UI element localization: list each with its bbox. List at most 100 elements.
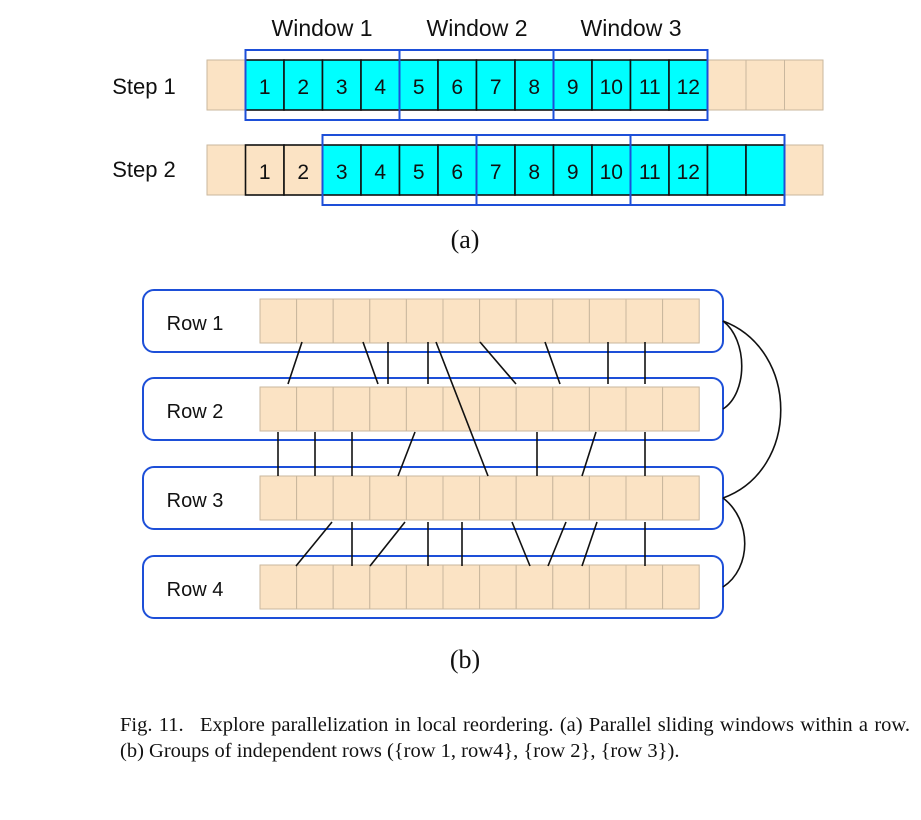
row-2-cell: [515, 386, 554, 432]
step-2-cell-label: 12: [677, 161, 700, 184]
row-4-cell: [369, 564, 407, 610]
step-2-cell: [745, 144, 786, 196]
row-1-cell: [515, 298, 554, 344]
sublabel-b: (b): [450, 645, 480, 674]
row-4-cell: [259, 564, 298, 610]
row-link-line: [397, 431, 416, 477]
row-2-label: Row 2: [167, 401, 224, 423]
step-2-cell-label: 8: [528, 161, 540, 184]
step-1-cell: [398, 59, 439, 111]
row-group-arc: [722, 320, 743, 410]
row-3-cell: [369, 475, 407, 521]
row-2-cell: [369, 386, 407, 432]
step-1-cell: [707, 59, 747, 111]
row-3-cell: [332, 475, 371, 521]
step-1-cell-label: 5: [413, 76, 425, 99]
row-1-cell: [479, 298, 517, 344]
step-1-windows: [244, 49, 709, 121]
row-3-cell: [442, 475, 481, 521]
step-2-cell-label: 6: [451, 161, 463, 184]
row-3-cell: [479, 475, 517, 521]
row-2-cell: [625, 386, 664, 432]
window-3-label: Window 3: [581, 15, 682, 41]
row-link-line: [511, 521, 531, 567]
row-4-cell: [588, 564, 627, 610]
step-1-cell-label: 12: [677, 76, 700, 99]
step-1-label: Step 1: [112, 74, 176, 99]
step-2-cell-label: 10: [600, 161, 623, 184]
step-1-cell: [514, 59, 555, 111]
row-link-line: [362, 341, 379, 385]
row-2-cell: [662, 386, 700, 432]
row-4-label: Row 4: [167, 579, 224, 601]
step-1-cell: [784, 59, 824, 111]
sublabel-a: (a): [451, 225, 480, 254]
step-2-cell: [591, 144, 632, 196]
row-4-cell: [442, 564, 481, 610]
row-group-arc: [722, 320, 782, 499]
row-1-cell: [662, 298, 700, 344]
row-3-cell: [515, 475, 554, 521]
step-1-cell-label: 2: [297, 76, 309, 99]
step-2-cell: [475, 144, 516, 196]
step-1-cell-label: 9: [567, 76, 579, 99]
step-2-cell: [437, 144, 478, 196]
step-2-cell: [668, 144, 709, 196]
figure-number: Fig. 11.: [120, 714, 184, 736]
step-2-windows: [321, 134, 786, 206]
row-1-cell: [332, 298, 371, 344]
row-link-line: [369, 521, 406, 567]
row-link-line: [479, 341, 517, 385]
step-2-cell-label: 3: [336, 161, 348, 184]
row-4-cell: [479, 564, 517, 610]
row-1-cell: [296, 298, 334, 344]
row-connections: [277, 320, 782, 588]
step-1-cell-label: 7: [490, 76, 502, 99]
row-link-line: [287, 341, 303, 385]
step-1-window-3: [552, 49, 709, 121]
step-1-cell: [321, 59, 362, 111]
step-2-cell-label: 11: [639, 161, 661, 184]
row-4-cell: [405, 564, 444, 610]
step-2-cell-label: 1: [259, 161, 271, 184]
row-4-cell: [296, 564, 334, 610]
row-1-cell: [625, 298, 664, 344]
step-2-cell: [552, 144, 593, 196]
row-2-cell: [552, 386, 590, 432]
step-1-cell-label: 3: [336, 76, 348, 99]
step-1-cell: [437, 59, 478, 111]
step-1-cell: [745, 59, 785, 111]
step-2-cell: [784, 144, 824, 196]
row-4-cell: [625, 564, 664, 610]
step-1-cell: [283, 59, 324, 111]
step-1-cell-label: 4: [374, 76, 386, 99]
step-1-cell-label: 8: [528, 76, 540, 99]
row-link-line: [581, 521, 598, 567]
row-3-label: Row 3: [167, 490, 224, 512]
window-2-label: Window 2: [427, 15, 528, 41]
step-2-cell-label: 7: [490, 161, 502, 184]
step-1-cell-label: 11: [639, 76, 661, 99]
step-2-cell-label: 5: [413, 161, 425, 184]
row-4-cell: [515, 564, 554, 610]
row-link-line: [435, 341, 489, 477]
window-1-label: Window 1: [272, 15, 373, 41]
row-2-cell: [296, 386, 334, 432]
row-1-cell: [442, 298, 481, 344]
row-4-cell: [552, 564, 590, 610]
step-2-cell: [706, 144, 747, 196]
row-3-cell: [662, 475, 700, 521]
row-3-cell: [625, 475, 664, 521]
row-4-cell: [332, 564, 371, 610]
step-2-cell-label: 4: [374, 161, 386, 184]
row-1-cell: [369, 298, 407, 344]
row-3-cell: [296, 475, 334, 521]
step-1-cell: [206, 59, 246, 111]
step-2-cell-label: 2: [297, 161, 309, 184]
row-3-cell: [405, 475, 444, 521]
row-link-line: [544, 341, 561, 385]
row-3-cell: [588, 475, 627, 521]
